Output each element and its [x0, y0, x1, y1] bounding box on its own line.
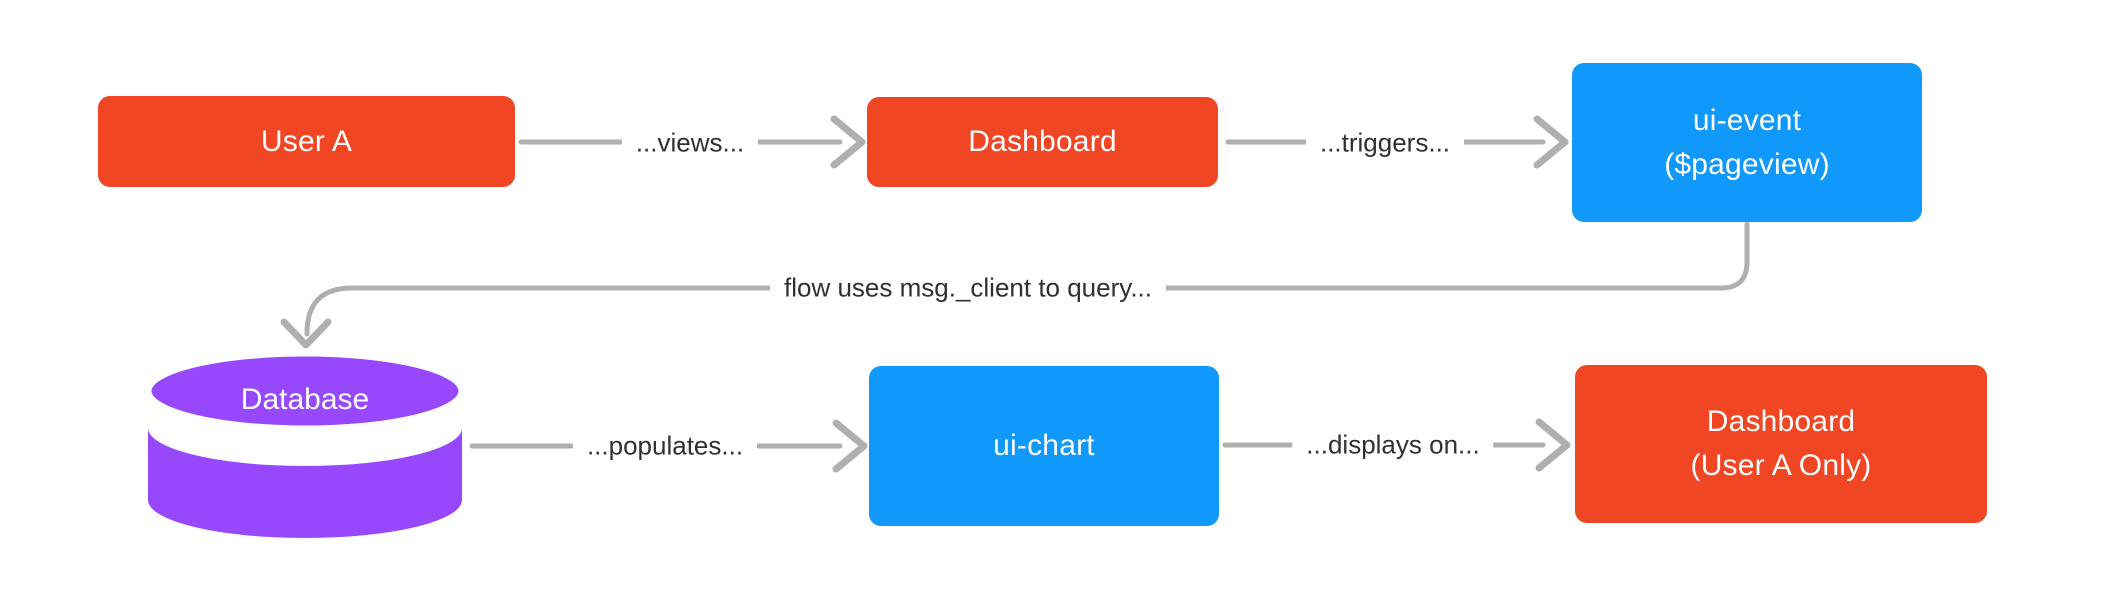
edge-query-curve: [304, 221, 1750, 337]
node-dashboard-user-a-only-line2: (User A Only): [1690, 449, 1872, 482]
node-user-a-label: User A: [260, 124, 353, 158]
node-ui-chart-label: ui-chart: [993, 429, 1095, 462]
arrow-right-icon: [832, 419, 868, 473]
node-dashboard: Dashboard: [867, 97, 1218, 187]
node-ui-chart: ui-chart: [869, 366, 1219, 526]
edge-label-displays-on: ...displays on...: [1292, 427, 1494, 463]
edge-label-triggers: ...triggers...: [1305, 125, 1465, 161]
node-user-a: User A: [98, 96, 515, 187]
node-ui-event-label-line2: ($pageview): [1664, 147, 1830, 181]
node-database-label: Database: [240, 383, 370, 416]
arrow-right-icon: [830, 115, 866, 169]
edge-label-query: flow uses msg._client to query...: [769, 270, 1167, 306]
node-ui-event-label-line1: ui-event: [1692, 103, 1802, 137]
arrow-right-icon: [1533, 115, 1569, 169]
node-dashboard-user-a-only: Dashboard (User A Only): [1575, 365, 1987, 523]
node-dashboard-user-a-only-line1: Dashboard: [1706, 405, 1856, 438]
database-cylinder: [144, 349, 466, 538]
node-ui-event: ui-event ($pageview): [1572, 63, 1922, 222]
arrow-down-icon: [280, 318, 332, 349]
cylinder-body: [148, 428, 462, 538]
node-dashboard-label: Dashboard: [968, 125, 1117, 158]
edge-label-populates: ...populates...: [572, 428, 758, 464]
edge-label-views: ...views...: [621, 125, 759, 161]
cylinder-top: [144, 349, 466, 433]
arrow-right-icon: [1535, 418, 1571, 472]
